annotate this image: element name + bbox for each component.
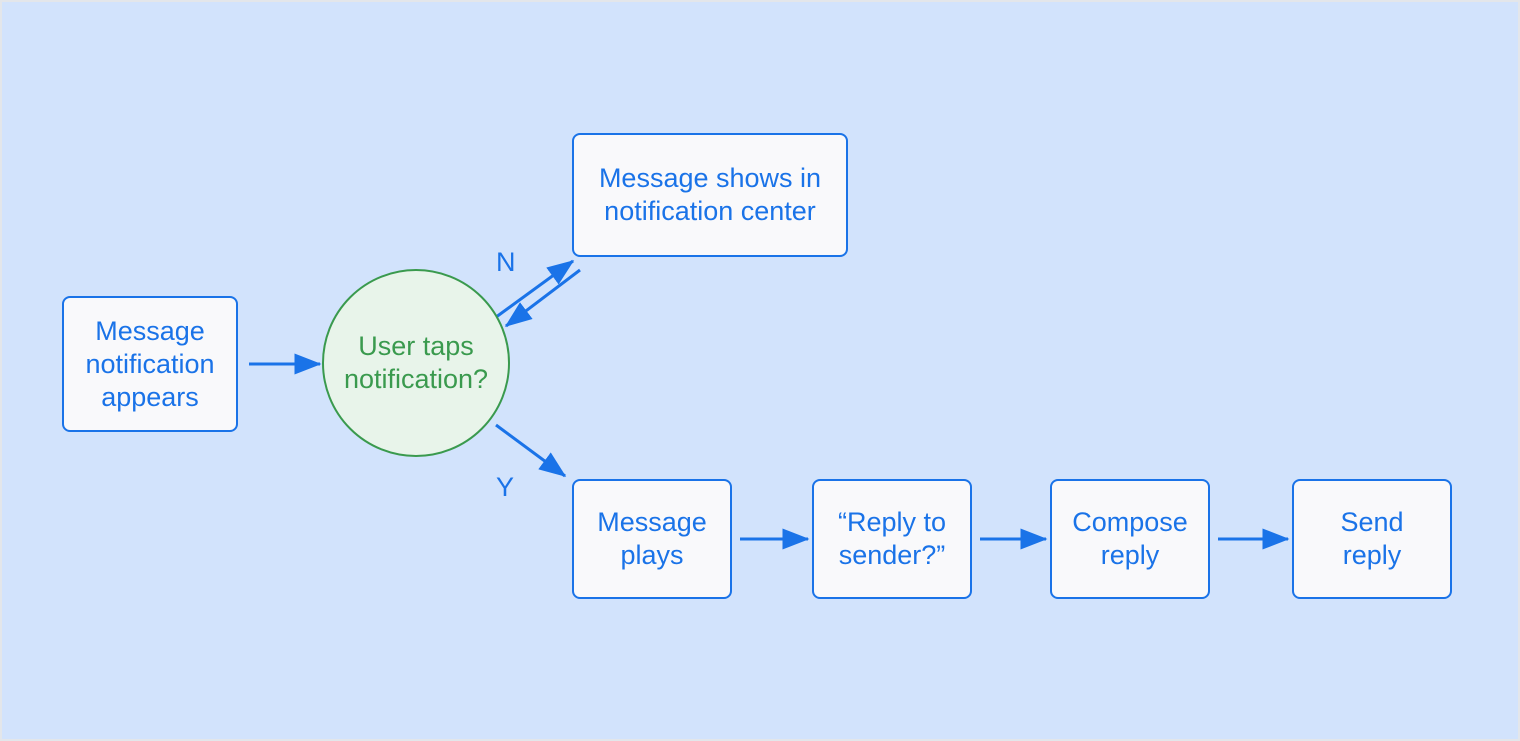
node-message-shows-in-notification-center[interactable]: Message shows in notification center xyxy=(572,133,848,257)
node-label: Compose reply xyxy=(1072,507,1188,570)
edge-decision-yes-to-message-plays xyxy=(495,423,567,478)
node-user-taps-notification-decision[interactable]: User taps notification? xyxy=(322,269,510,457)
node-label: Message plays xyxy=(597,507,707,570)
node-label: Message notification appears xyxy=(85,315,215,412)
node-label: Send reply xyxy=(1340,507,1404,570)
node-send-reply[interactable]: Send reply xyxy=(1292,479,1452,599)
edge-label-branch-yes: Y xyxy=(496,472,515,502)
node-compose-reply[interactable]: Compose reply xyxy=(1050,479,1210,599)
node-message-notification-appears[interactable]: Message notification appears xyxy=(62,296,238,432)
node-reply-to-sender[interactable]: “Reply to sender?” xyxy=(812,479,972,599)
node-label: User taps notification? xyxy=(343,331,489,394)
node-label: “Reply to sender?” xyxy=(837,507,947,570)
node-label: Message shows in notification center xyxy=(598,163,822,226)
edge-label-branch-no: N xyxy=(496,247,516,277)
node-message-plays[interactable]: Message plays xyxy=(572,479,732,599)
edge-notification-center-back-to-decision xyxy=(504,268,581,328)
